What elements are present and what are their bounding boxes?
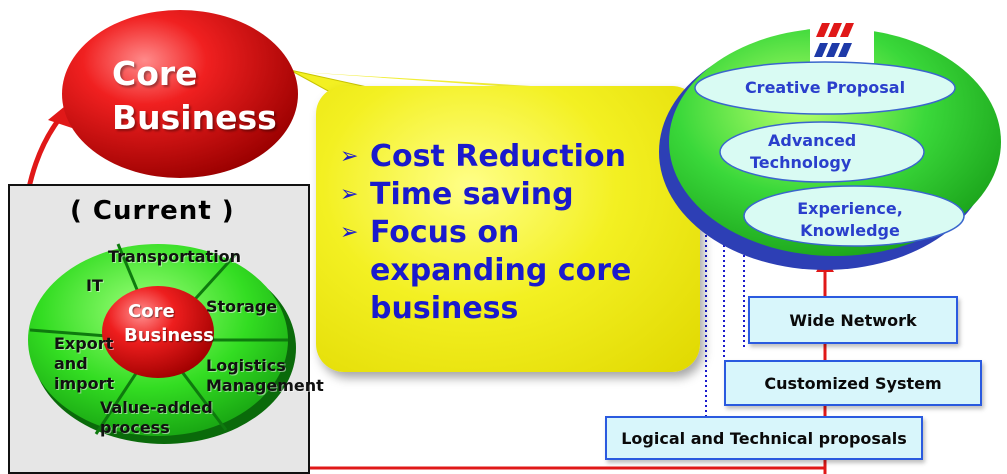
segment-transportation: Transportation — [108, 247, 242, 266]
current-title: ( Current ) — [70, 196, 235, 226]
benefit-focus: Focus on expanding core business — [340, 214, 680, 328]
core-business-line2: Business — [112, 98, 277, 137]
wheel-center — [102, 286, 214, 378]
core-business-label: Core Business — [112, 52, 277, 140]
experience-knowledge: Experience, Knowledge — [790, 196, 910, 244]
core-business-sphere — [62, 10, 298, 178]
advanced-line2: Technology — [750, 153, 852, 172]
core-business-line1: Core — [112, 54, 198, 93]
services-wheel — [28, 243, 296, 444]
benefit-cost-reduction: Cost Reduction — [340, 138, 680, 176]
segment-logistics-line2: Management — [206, 376, 324, 395]
experience-line1: Experience, — [797, 199, 903, 218]
segment-it: IT — [86, 276, 103, 295]
benefits-list: Cost Reduction Time saving Focus on expa… — [340, 138, 680, 328]
advanced-technology: Advanced Technology — [750, 128, 890, 176]
segment-export: Export and import — [54, 334, 114, 394]
segment-value-added-line1: Value-added — [100, 398, 213, 417]
creative-proposal: Creative Proposal — [744, 78, 906, 97]
inner-ovals — [694, 61, 965, 247]
oval-advanced — [719, 121, 925, 183]
segment-value-added: Value-added process — [100, 398, 213, 438]
segment-logistics-line1: Logistics — [206, 356, 286, 375]
wheel-center-label: Core Business — [124, 300, 214, 348]
segment-logistics: Logistics Management — [206, 356, 324, 396]
wheel-center-line1: Core — [128, 301, 175, 322]
company-logo-icon — [810, 15, 874, 65]
oval-experience — [743, 185, 965, 247]
advanced-line1: Advanced — [768, 131, 857, 150]
segment-value-added-line2: process — [100, 418, 170, 437]
segment-export-line3: import — [54, 374, 115, 393]
wide-network-box: Wide Network — [748, 296, 958, 344]
logical-proposals-box: Logical and Technical proposals — [605, 416, 923, 460]
experience-line2: Knowledge — [800, 221, 900, 240]
wheel-center-line2: Business — [124, 325, 214, 346]
segment-storage: Storage — [206, 297, 278, 316]
segment-export-line1: Export — [54, 334, 114, 353]
segment-export-line2: and — [54, 354, 88, 373]
customized-system-box: Customized System — [724, 360, 982, 406]
benefit-time-saving: Time saving — [340, 176, 680, 214]
oval-creative — [694, 61, 956, 115]
